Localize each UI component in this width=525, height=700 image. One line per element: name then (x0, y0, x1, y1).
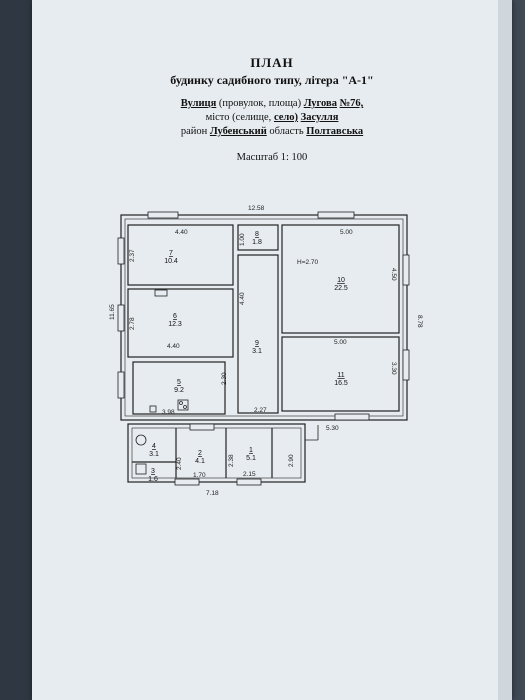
room-number: 10 (337, 277, 345, 284)
room-10-outline (281, 224, 400, 334)
room-area: 1.8 (252, 239, 262, 246)
burner-icon (179, 401, 183, 405)
window (334, 413, 370, 421)
outer-wall (120, 214, 408, 421)
document-subtitle: будинку садибного типу, літера "А-1" (170, 73, 374, 87)
window (189, 423, 215, 431)
room-8-outline (237, 224, 279, 251)
dim-ext-718: 7.18 (206, 490, 219, 497)
dim-left-overall: 11.65 (109, 304, 116, 320)
room-9-outline (237, 254, 279, 414)
dim-ext-290: 2.90 (288, 454, 295, 467)
street-hint: (провулок, площа) (218, 98, 302, 109)
window (317, 211, 355, 219)
dim-overall-top: 12.58 (248, 205, 265, 212)
outer-wall-inner (124, 218, 404, 417)
room-area: 16.5 (334, 380, 348, 387)
document-title: ПЛАН (250, 55, 294, 70)
dim-bottom-398: 3.98 (162, 409, 175, 416)
entrance-step (304, 424, 318, 441)
page-edge (498, 0, 512, 700)
dim-ext-215: 2.15 (243, 471, 256, 478)
address-line-street: Вулиця (провулок, площа) Лугова №76, (32, 98, 512, 109)
village-word: село) (273, 112, 299, 123)
room-area: 5.1 (246, 455, 256, 462)
room-area: 12.3 (168, 321, 182, 328)
room-number: 2 (198, 450, 202, 457)
plan-scale: Масштаб 1: 100 (236, 152, 308, 163)
region-name: Полтавська (306, 126, 364, 137)
room-area: 22.5 (334, 285, 348, 292)
fixture-icon (154, 289, 168, 297)
region-word: область (269, 126, 304, 137)
dim-mid-left: 4.40 (167, 343, 180, 350)
extension-wall-inner (131, 427, 302, 479)
window (117, 371, 125, 399)
window (147, 211, 179, 219)
address-line-village: місто (селище, село) Засулля (32, 112, 512, 123)
stove-icon (177, 399, 189, 411)
room-number: 4 (152, 443, 156, 450)
room-area: 4.1 (195, 458, 205, 465)
house-number: №76, (339, 98, 364, 109)
room-11-outline (281, 336, 400, 412)
dim-mid-right: 5.00 (334, 339, 347, 346)
document-page: ПЛАН будинку садибного типу, літера "А-1… (32, 0, 512, 700)
dim-top-right: 5.00 (340, 229, 353, 236)
room-7-outline (127, 224, 234, 286)
dim-room10-height: 4.50 (390, 268, 397, 281)
room-area: 9.2 (174, 387, 184, 394)
dim-room8-height: 1.00 (239, 233, 246, 246)
street-word: Вулиця (180, 98, 217, 109)
dim-room5-height: 2.30 (221, 372, 228, 385)
room-area: 10.4 (164, 258, 178, 265)
dim-room11-height: 3.30 (390, 362, 397, 375)
dim-ext-240: 2.40 (176, 457, 183, 470)
dim-height: H=2.70 (297, 259, 319, 266)
dim-bottom-227: 2.27 (254, 407, 267, 414)
room-number: 7 (169, 250, 173, 257)
window (402, 349, 410, 381)
dim-top-left: 4.40 (175, 229, 188, 236)
room-number: 11 (337, 372, 344, 379)
room-6-outline (127, 288, 234, 358)
room-number: 1 (249, 447, 253, 454)
room-area: 3.1 (252, 348, 262, 355)
burner-icon (183, 405, 187, 409)
district-word: район (180, 126, 208, 137)
room-number: 8 (255, 231, 259, 238)
toilet-icon (135, 463, 147, 475)
room-number: 3 (151, 468, 155, 475)
dim-room6-height: 2.78 (129, 317, 136, 330)
address-line-district: район Лубенський область Полтавська (32, 126, 512, 137)
district-name: Лубенський (209, 126, 267, 137)
extension-wall (127, 423, 306, 483)
window (117, 237, 125, 265)
dim-room7-height: 2.37 (129, 249, 136, 262)
room-number: 6 (173, 313, 177, 320)
window (236, 478, 262, 486)
fixture-icon (149, 405, 157, 413)
dim-right-overall: 8.78 (416, 315, 423, 328)
dim-ext-170: 1.70 (193, 472, 206, 479)
street-name: Лугова (303, 98, 337, 109)
city-hint: місто (селище, (205, 112, 272, 123)
window (402, 254, 410, 286)
room-5-outline (132, 361, 226, 415)
village-name: Засулля (300, 112, 339, 123)
dim-ext-238: 2.38 (228, 454, 235, 467)
room-number: 5 (177, 379, 181, 386)
dim-bottom-530: 5.30 (326, 425, 339, 432)
dim-corridor-height: 4.40 (239, 292, 246, 305)
room-number: 9 (255, 340, 259, 347)
room-area: 3.1 (149, 451, 159, 458)
window (117, 304, 125, 332)
room-area: 1.6 (148, 476, 158, 483)
sink-icon (135, 434, 147, 446)
window (174, 478, 200, 486)
